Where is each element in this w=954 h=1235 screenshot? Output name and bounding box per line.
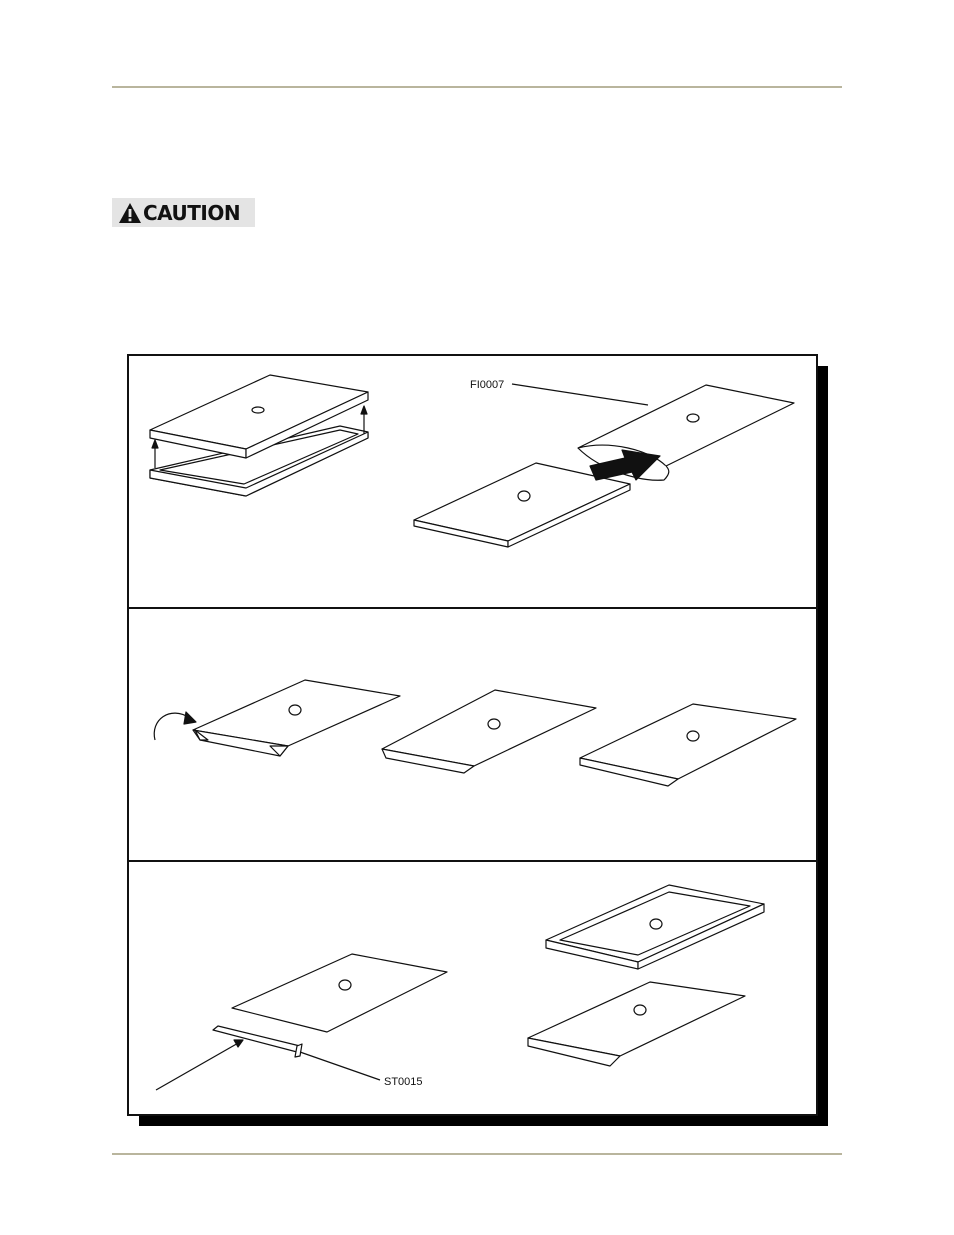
callout-st0015: ST0015: [384, 1076, 423, 1088]
footer-rule: [112, 1153, 842, 1155]
callout-fi0007: FI0007: [470, 379, 504, 391]
